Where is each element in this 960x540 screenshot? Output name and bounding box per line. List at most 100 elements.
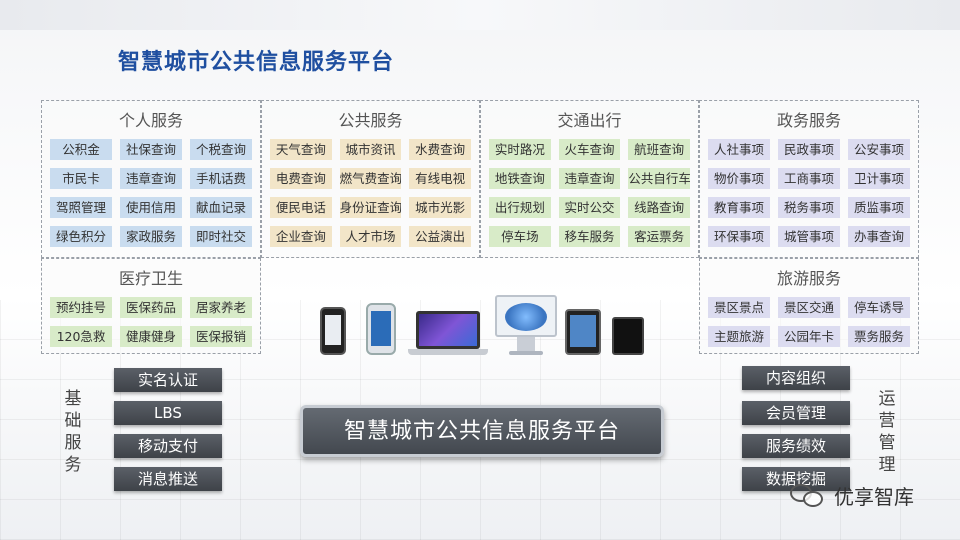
service-item[interactable]: 线路查询 [628,197,690,218]
service-item[interactable]: 出行规划 [489,197,551,218]
service-item[interactable]: 教育事项 [708,197,770,218]
service-item[interactable]: 票务服务 [848,326,910,347]
service-item[interactable]: 社保查询 [120,139,182,160]
panel-medical: 医疗卫生 预约挂号医保药品居家养老 120急救健康健身医保报销 [41,258,261,354]
service-item[interactable]: 天气查询 [270,139,332,160]
panel-cells: 实时路况火车查询航班查询地铁查询违章查询公共自行车出行规划实时公交线路查询停车场… [489,139,690,247]
service-item[interactable]: 城市光影 [409,197,471,218]
service-item[interactable]: 航班查询 [628,139,690,160]
panel-title: 旅游服务 [776,269,841,288]
panel-cells: 人社事项民政事项公安事项物价事项工商事项卫计事项教育事项税务事项质监事项环保事项… [708,139,910,247]
service-item[interactable]: 环保事项 [708,226,770,247]
top-band [0,0,960,30]
basic-services-label: 基础服务 [64,389,82,475]
service-item[interactable]: 预约挂号 [50,297,112,318]
service-item[interactable]: 电费查询 [270,168,332,189]
service-item[interactable]: 绿色积分 [50,226,112,247]
service-item[interactable]: 公积金 [50,139,112,160]
wechat-icon [790,482,826,508]
smartphone-icon [320,307,346,355]
basic-service-item[interactable]: 实名认证 [114,368,222,392]
service-item[interactable]: 居家养老 [190,297,252,318]
service-item[interactable]: 主题旅游 [708,326,770,347]
service-item[interactable]: 家政服务 [120,226,182,247]
device-illustrations [300,285,660,355]
operations-label: 运营管理 [878,389,896,475]
service-item[interactable]: 民政事项 [778,139,840,160]
page-title: 智慧城市公共信息服务平台 [118,50,395,75]
phablet-icon [366,303,396,355]
service-item[interactable]: 公共自行车 [628,168,690,189]
service-item[interactable]: 城市资讯 [339,139,402,160]
panel-cells: 预约挂号医保药品居家养老 120急救健康健身医保报销 [50,297,252,347]
service-item[interactable]: 企业查询 [270,226,332,247]
operation-item[interactable]: 服务绩效 [742,434,850,458]
service-item[interactable]: 120急救 [50,326,112,347]
service-item[interactable]: 实时路况 [489,139,551,160]
watermark: 优享智库 [790,480,914,510]
panel-tourism: 旅游服务 景区景点景区交通停车诱导主题旅游公园年卡票务服务 [699,258,919,354]
service-item[interactable]: 移车服务 [558,226,621,247]
panel-title: 公共服务 [338,111,403,130]
service-item[interactable]: 违章查询 [558,168,621,189]
service-item[interactable]: 税务事项 [778,197,840,218]
service-item[interactable]: 工商事项 [778,168,840,189]
service-item[interactable]: 公园年卡 [778,326,840,347]
service-item[interactable]: 驾照管理 [50,197,112,218]
service-item[interactable]: 水费查询 [409,139,471,160]
service-item[interactable]: 便民电话 [270,197,332,218]
service-item[interactable]: 人才市场 [339,226,402,247]
desktop-computer-icon [495,295,557,355]
panel-cells: 公积金社保查询个税查询市民卡违章查询手机话费驾照管理使用信用献血记录绿色积分家政… [50,139,252,247]
service-item[interactable]: 地铁查询 [489,168,551,189]
service-item[interactable]: 即时社交 [190,226,252,247]
panel-transport: 交通出行 实时路况火车查询航班查询地铁查询违章查询公共自行车出行规划实时公交线路… [480,100,699,258]
service-item[interactable]: 火车查询 [558,139,621,160]
tablet-icon [565,309,601,355]
service-item[interactable]: 手机话费 [190,168,252,189]
watermark-text: 优享智库 [834,484,914,509]
panel-government-services: 政务服务 人社事项民政事项公安事项物价事项工商事项卫计事项教育事项税务事项质监事… [699,100,919,258]
service-item[interactable]: 办事查询 [848,226,910,247]
service-item[interactable]: 景区景点 [708,297,770,318]
panel-title: 政务服务 [776,111,841,130]
service-item[interactable]: 物价事项 [708,168,770,189]
service-item[interactable]: 使用信用 [120,197,182,218]
service-item[interactable]: 质监事项 [848,197,910,218]
service-item[interactable]: 公益演出 [409,226,471,247]
basic-service-item[interactable]: 消息推送 [114,467,222,491]
panel-cells: 景区景点景区交通停车诱导主题旅游公园年卡票务服务 [708,297,910,347]
service-item[interactable]: 医保药品 [120,297,182,318]
operation-item[interactable]: 内容组织 [742,366,850,390]
service-item[interactable]: 医保报销 [190,326,252,347]
service-item[interactable]: 卫计事项 [848,168,910,189]
service-item[interactable]: 个税查询 [190,139,252,160]
laptop-icon [408,311,488,355]
service-item[interactable]: 燃气费查询 [339,168,402,189]
tablet-dark-icon [612,317,644,355]
service-item[interactable]: 身份证查询 [339,197,402,218]
service-item[interactable]: 健康健身 [120,326,182,347]
basic-service-item[interactable]: 移动支付 [114,434,222,458]
operation-item[interactable]: 会员管理 [742,401,850,425]
service-item[interactable]: 客运票务 [628,226,690,247]
panel-cells: 天气查询城市资讯水费查询电费查询燃气费查询有线电视便民电话身份证查询城市光影企业… [270,139,471,247]
service-item[interactable]: 景区交通 [778,297,840,318]
service-item[interactable]: 有线电视 [409,168,471,189]
service-item[interactable]: 违章查询 [120,168,182,189]
service-item[interactable]: 实时公交 [558,197,621,218]
service-item[interactable]: 停车场 [489,226,551,247]
panel-title: 交通出行 [557,111,622,130]
service-item[interactable]: 人社事项 [708,139,770,160]
panel-personal-services: 个人服务 公积金社保查询个税查询市民卡违章查询手机话费驾照管理使用信用献血记录绿… [41,100,261,258]
basic-service-item[interactable]: LBS [114,401,222,425]
service-item[interactable]: 停车诱导 [848,297,910,318]
center-platform-banner: 智慧城市公共信息服务平台 [300,405,664,457]
panel-public-services: 公共服务 天气查询城市资讯水费查询电费查询燃气费查询有线电视便民电话身份证查询城… [261,100,480,258]
panel-title: 个人服务 [118,111,183,130]
panel-title: 医疗卫生 [118,269,183,288]
service-item[interactable]: 市民卡 [50,168,112,189]
service-item[interactable]: 献血记录 [190,197,252,218]
service-item[interactable]: 公安事项 [848,139,910,160]
service-item[interactable]: 城管事项 [778,226,840,247]
